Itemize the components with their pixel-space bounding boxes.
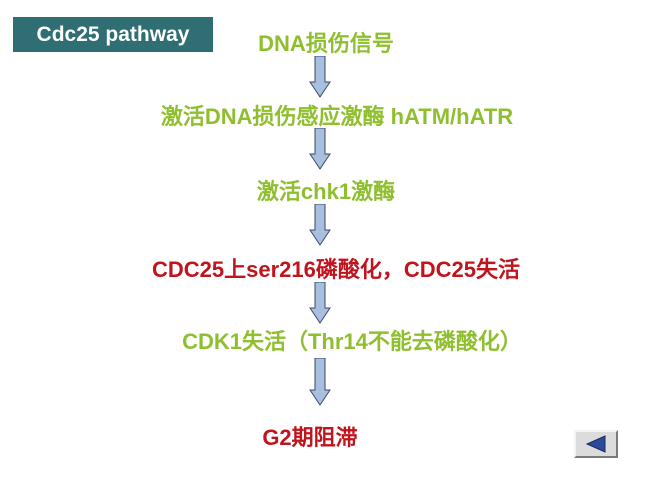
step-cdc25-phosphorylation: CDC25上ser216磷酸化，CDC25失活 [151, 257, 520, 282]
slide-title-badge: Cdc25 pathway [13, 17, 213, 52]
slide-title: Cdc25 pathway [36, 22, 190, 46]
down-arrow-4 [309, 282, 331, 324]
triangle-left-icon [585, 435, 606, 453]
down-arrow-3 [309, 204, 331, 246]
back-button[interactable] [574, 430, 618, 458]
down-arrow-5 [309, 358, 331, 406]
down-arrow-2 [309, 128, 331, 170]
step-activate-atm-atr: 激活DNA损伤感应激酶 hATM/hATR [160, 104, 514, 129]
step-activate-chk1: 激活chk1激酶 [256, 179, 396, 204]
step-cdk1-inactivation: CDK1失活（Thr14不能去磷酸化） [182, 329, 522, 354]
step-g2-arrest: G2期阻滞 [262, 425, 358, 450]
down-arrow-1 [309, 56, 331, 98]
step-dna-damage-signal: DNA损伤信号 [258, 31, 394, 56]
